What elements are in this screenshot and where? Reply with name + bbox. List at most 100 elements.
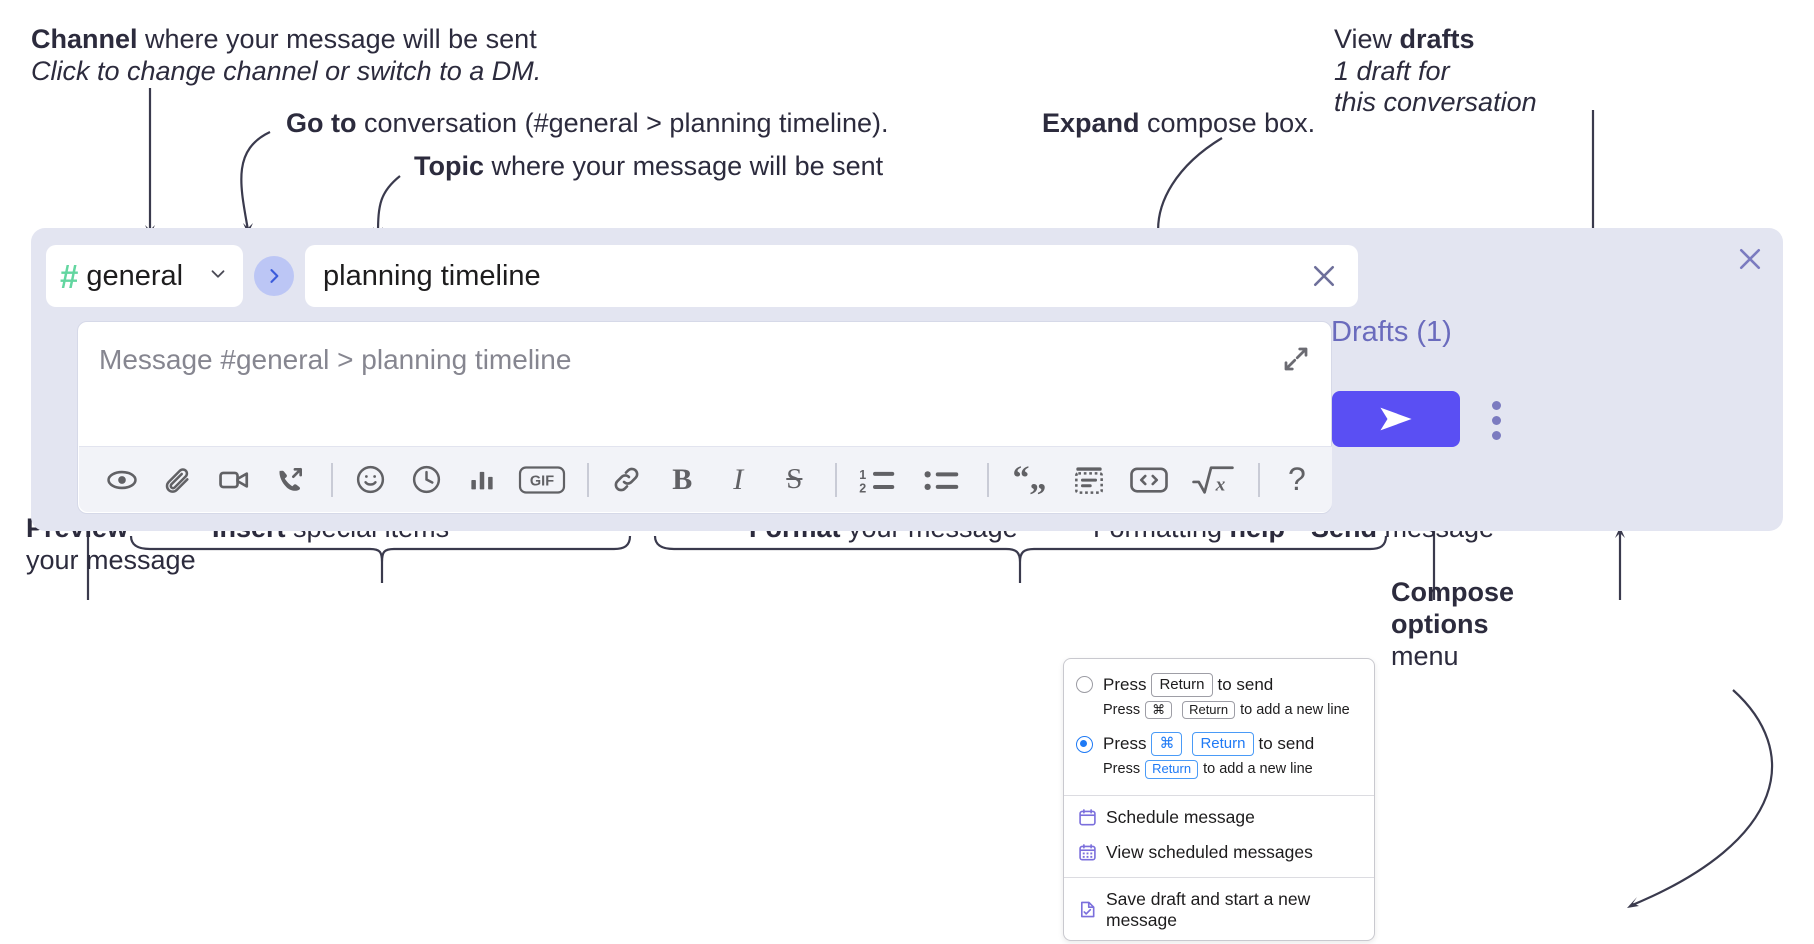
italic-label: I [733, 462, 744, 496]
compose-options-button[interactable] [1481, 396, 1511, 444]
ordered-list-icon[interactable]: 1 2 [853, 458, 903, 502]
annotation-compose-options-bold1: Compose [1391, 577, 1515, 607]
topic-value: planning timeline [323, 259, 541, 292]
bulleted-list-icon[interactable] [917, 458, 967, 502]
annotation-goto: Go to conversation (#general > planning … [286, 107, 889, 140]
annotation-topic-rest: where your message will be sent [484, 151, 884, 181]
message-input-box[interactable]: Message #general > planning timeline [77, 321, 1332, 514]
topic-input[interactable]: planning timeline [305, 245, 1358, 307]
menu-item-save-draft[interactable]: Save draft and start a new message [1064, 882, 1374, 938]
annotation-channel-rest: where your message will be sent [137, 24, 537, 54]
toolbar-divider [986, 462, 989, 497]
kbd-return: Return [1151, 673, 1213, 697]
annotation-expand-rest: compose box. [1139, 108, 1316, 138]
annotation-compose-options-rest: menu [1391, 641, 1459, 671]
option1-press: Press [1103, 674, 1147, 694]
annotation-topic-bold: Topic [414, 151, 484, 181]
video-icon[interactable] [213, 458, 255, 502]
send-option-return[interactable]: Press Return to send [1064, 669, 1374, 697]
send-button[interactable] [1332, 391, 1460, 447]
option1-sub-tail: to add a new line [1240, 701, 1350, 718]
option1-tail: to send [1217, 674, 1274, 694]
toolbar-divider [587, 462, 590, 497]
attachment-icon[interactable] [157, 458, 199, 502]
hash-icon: # [60, 257, 79, 295]
annotation-preview-sub: your message [26, 544, 196, 577]
strikethrough-label: S [786, 463, 803, 495]
huddle-icon[interactable] [269, 458, 311, 502]
annotation-compose-options-2: options [1391, 608, 1488, 641]
annotation-goto-bold: Go to [286, 108, 357, 138]
italic-icon[interactable]: I [717, 458, 759, 502]
channel-selector[interactable]: # general [46, 245, 243, 307]
send-option-cmd-return-sub: Press Return to add a new line [1064, 756, 1374, 788]
kebab-dot [1491, 430, 1501, 440]
option2-sub-press: Press [1103, 761, 1141, 778]
option2-tail: to send [1258, 734, 1315, 754]
kbd-return: Return [1192, 732, 1254, 756]
poll-icon[interactable] [461, 458, 503, 502]
link-icon[interactable] [605, 458, 647, 502]
annotation-channel-bold: Channel [31, 24, 138, 54]
annotation-goto-rest: conversation (#general > planning timeli… [356, 108, 889, 138]
strikethrough-icon[interactable]: S [773, 458, 815, 502]
radio-unselected[interactable] [1076, 676, 1093, 694]
help-label: ? [1288, 461, 1306, 497]
toolbar-divider [835, 462, 838, 497]
annotation-expand-bold: Expand [1042, 108, 1140, 138]
math-icon[interactable]: x [1188, 458, 1238, 502]
svg-text:GIF: GIF [530, 473, 554, 489]
menu-item-schedule-message[interactable]: Schedule message [1064, 800, 1374, 835]
expand-icon[interactable] [1281, 344, 1315, 378]
bold-icon[interactable]: B [661, 458, 703, 502]
code-block-icon[interactable] [1068, 458, 1110, 502]
annotation-drafts-l3: this conversation [1334, 86, 1537, 119]
menu-item-label: View scheduled messages [1106, 841, 1313, 862]
kbd-command: ⌘ [1151, 732, 1183, 756]
annotation-drafts-pre: View [1334, 24, 1400, 54]
close-icon[interactable] [1733, 242, 1767, 276]
annotation-drafts-bold: drafts [1399, 24, 1475, 54]
goto-conversation-button[interactable] [254, 256, 294, 296]
drafts-link[interactable]: Drafts (1) [1331, 316, 1452, 348]
kebab-dot [1491, 415, 1501, 425]
blockquote-icon[interactable]: “„ [1012, 460, 1047, 498]
option2-sub-tail: to add a new line [1203, 761, 1313, 778]
send-option-cmd-return[interactable]: Press ⌘ Return to send [1064, 728, 1374, 756]
formatting-toolbar: GIF B I S 1 2 [79, 446, 1332, 512]
code-snippet-icon[interactable] [1125, 458, 1175, 502]
annotation-channel: Channel where your message will be sent [31, 23, 537, 56]
annotation-drafts-l2-text: 1 draft for [1334, 56, 1450, 86]
bold-label: B [672, 462, 693, 496]
toolbar-divider [331, 462, 334, 497]
help-icon[interactable]: ? [1276, 458, 1318, 502]
annotation-channel-sub-text: Click to change channel or switch to a D… [31, 56, 542, 86]
emoji-icon[interactable] [349, 458, 391, 502]
annotation-drafts-l3-text: this conversation [1334, 87, 1537, 117]
annotation-compose-options-bold2: options [1391, 609, 1489, 639]
compose-options-menu: Press Return to send Press ⌘ Return to a… [1063, 658, 1375, 941]
annotation-drafts-l2: 1 draft for [1334, 55, 1450, 88]
annotation-expand: Expand compose box. [1042, 107, 1315, 140]
message-placeholder: Message #general > planning timeline [99, 344, 572, 375]
toolbar-divider [1257, 462, 1260, 497]
menu-divider [1064, 876, 1374, 878]
annotation-channel-sub: Click to change channel or switch to a D… [31, 55, 541, 88]
annotation-compose-options-3: menu [1391, 640, 1459, 673]
clock-icon[interactable] [405, 458, 447, 502]
chevron-down-icon [207, 263, 229, 290]
topic-clear-icon[interactable] [1306, 258, 1342, 294]
annotation-compose-options-1: Compose [1391, 576, 1514, 609]
gif-icon[interactable]: GIF [517, 458, 567, 502]
menu-item-view-scheduled[interactable]: View scheduled messages [1064, 835, 1374, 870]
compose-widget: # general planning timeline Message #gen… [31, 228, 1783, 531]
radio-selected[interactable] [1076, 735, 1093, 753]
kbd-return: Return [1182, 700, 1236, 720]
svg-text:2: 2 [859, 481, 866, 495]
annotation-drafts: View drafts [1334, 23, 1475, 56]
channel-name: general [86, 259, 184, 292]
preview-icon[interactable] [101, 458, 143, 502]
kebab-dot [1491, 400, 1501, 410]
kbd-return: Return [1145, 759, 1199, 779]
menu-item-label: Schedule message [1106, 806, 1255, 827]
